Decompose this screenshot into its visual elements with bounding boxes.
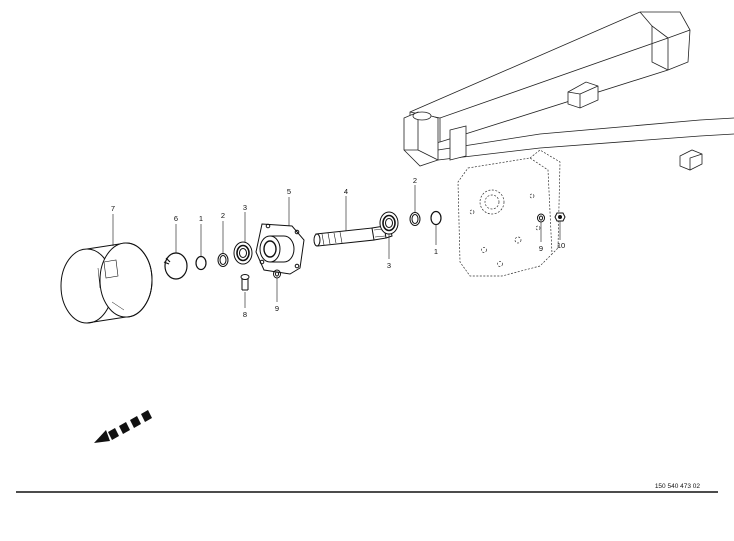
callout-bolt: 8	[243, 310, 247, 319]
seal-ring-right	[409, 212, 421, 226]
callout-circlip-right: 1	[434, 247, 438, 256]
frame-structure	[403, 11, 734, 171]
bearing-left	[233, 241, 253, 265]
callout-bearing-left: 3	[243, 203, 247, 212]
callout-washer-lower: 9	[275, 304, 279, 313]
callout-circlip-large: 6	[174, 214, 178, 223]
callout-bearing-housing: 5	[287, 187, 291, 196]
guard-cover	[60, 242, 153, 324]
callout-washer-right: 9	[539, 244, 543, 253]
callout-nut: 10	[557, 241, 565, 250]
callout-circlip-inner-left: 1	[199, 214, 203, 223]
circlip-large	[163, 252, 188, 280]
leader-lines	[112, 185, 561, 308]
bearing-housing	[255, 223, 305, 275]
callout-labels: 7 6 1 2 3 5 8 9 4 3 2 1 9 10	[111, 176, 565, 319]
bearing-right	[379, 211, 399, 235]
callout-seal-ring-right: 2	[413, 176, 417, 185]
bolt	[240, 274, 250, 291]
gearbox-housing	[457, 149, 561, 277]
direction-arrow-icon	[94, 410, 152, 443]
splined-shaft	[313, 225, 393, 247]
nut	[554, 212, 566, 222]
circlip-right	[430, 210, 442, 226]
callout-seal-ring-left: 2	[221, 211, 225, 220]
callout-splined-shaft: 4	[344, 187, 348, 196]
document-number: 150 540 473 02	[655, 483, 701, 490]
callout-bearing-right: 3	[387, 261, 391, 270]
circlip-inner-left	[195, 255, 207, 271]
seal-ring-left	[217, 253, 229, 267]
callout-guard-cover: 7	[111, 204, 115, 213]
